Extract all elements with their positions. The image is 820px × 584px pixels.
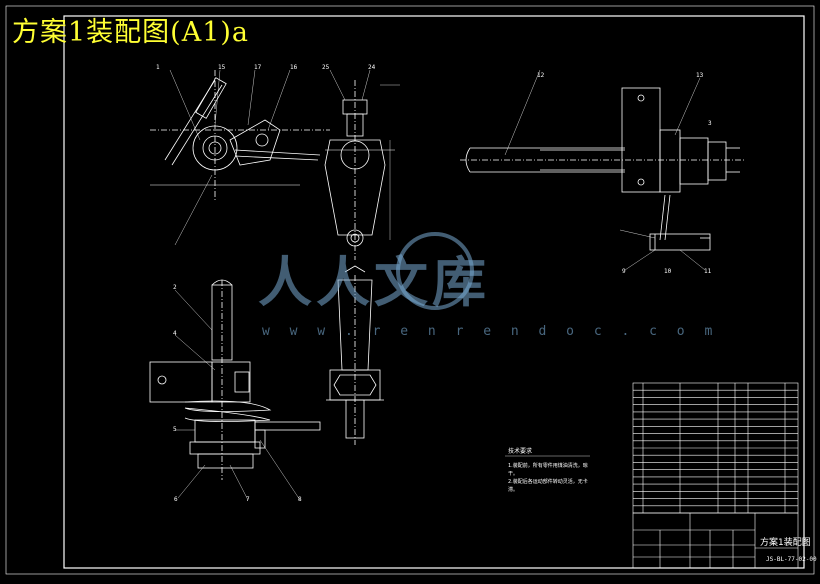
inner-frame	[63, 15, 805, 569]
part-label: 16	[290, 64, 298, 71]
part-label: 10	[664, 268, 672, 275]
part-label: 4	[173, 330, 177, 337]
top-left-view	[150, 69, 330, 246]
part-label: 3	[708, 120, 712, 127]
title-block-grid	[632, 512, 799, 569]
part-label: 24	[368, 64, 376, 71]
bottom-left-assembly-view	[149, 279, 321, 501]
part-label: 2	[173, 284, 177, 291]
part-label: 5	[173, 426, 177, 433]
watermark-brand: 人人文库	[258, 251, 490, 314]
part-label: 6	[174, 496, 178, 503]
watermark-logo-ring	[396, 232, 474, 310]
shaft-housing-view	[460, 69, 745, 271]
crank-arm-view	[324, 69, 400, 260]
outer-frame	[5, 5, 815, 575]
technical-note-line: 2.装配后各运动部件转动灵活，无卡滞。	[508, 479, 588, 493]
part-label: 12	[537, 72, 545, 79]
part-label: 25	[322, 64, 330, 71]
part-label: 13	[696, 72, 704, 79]
technical-notes-heading: 技术要求	[508, 448, 533, 455]
technical-notes: 1.装配前，所有零件用煤油清洗，晾干。 2.装配后各运动部件转动灵活，无卡滞。	[508, 462, 588, 494]
part-label: 7	[246, 496, 250, 503]
part-label: 17	[254, 64, 262, 71]
watermark-url: w w w . r e n r e n d o c . c o m	[262, 324, 719, 339]
drawing-code: JS-BL-77-02-00	[766, 556, 817, 563]
part-label: 11	[704, 268, 712, 275]
technical-note-line: 1.装配前，所有零件用煤油清洗，晾干。	[508, 463, 588, 477]
part-label: 8	[298, 496, 302, 503]
part-label: 9	[622, 268, 626, 275]
drawing-name: 方案1装配图	[760, 538, 811, 548]
part-label: 15	[218, 64, 226, 71]
part-label: 1	[156, 64, 160, 71]
parts-list-table	[632, 382, 799, 514]
bottom-center-view	[326, 265, 384, 445]
page-title: 方案1装配图(A1)a	[12, 17, 250, 48]
